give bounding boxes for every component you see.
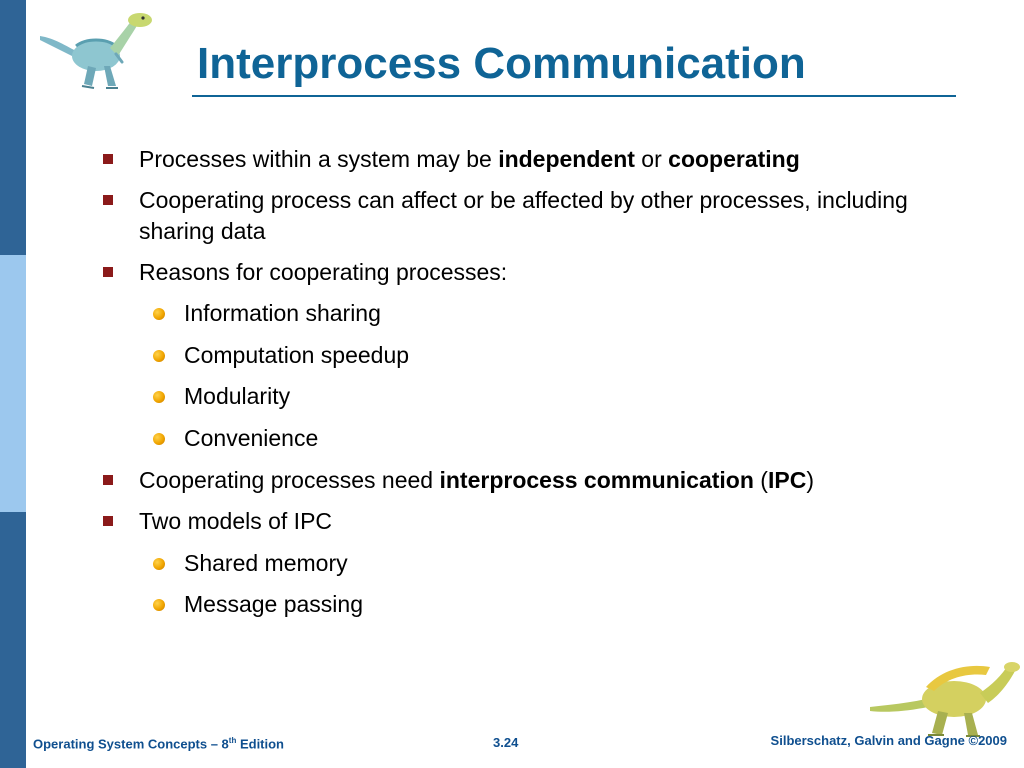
- footer-book-sup: th: [228, 736, 237, 745]
- bullet-text: Message passing: [184, 591, 363, 617]
- page-number: 3.24: [493, 735, 519, 750]
- side-band-top: [0, 0, 26, 255]
- bullet-item: Processes within a system may be indepen…: [139, 144, 909, 175]
- square-bullet-icon: [103, 154, 113, 164]
- bullet-text: Shared memory: [184, 550, 348, 576]
- bold-term: IPC: [767, 467, 807, 493]
- sub-bullet-item: Modularity: [184, 381, 904, 412]
- dinosaur-icon: [40, 13, 152, 89]
- bullet-text: Two models of IPC: [139, 508, 333, 534]
- side-band-bottom: [0, 512, 26, 768]
- circle-bullet-icon: [153, 308, 165, 320]
- sub-bullet-item: Convenience: [184, 423, 904, 454]
- bullet-text: Cooperating processes need: [139, 467, 440, 493]
- square-bullet-icon: [103, 195, 113, 205]
- sub-bullet-item: Computation speedup: [184, 340, 904, 371]
- bullet-text: or: [634, 146, 669, 172]
- bullet-item: Reasons for cooperating processes:: [139, 257, 909, 288]
- bullet-item: Two models of IPC: [139, 506, 909, 537]
- bullet-text: Computation speedup: [184, 342, 410, 368]
- bullet-item: Cooperating process can affect or be aff…: [139, 185, 909, 247]
- footer: Operating System Concepts – 8th Edition …: [0, 728, 1024, 768]
- bold-term: cooperating: [668, 146, 800, 172]
- square-bullet-icon: [103, 475, 113, 485]
- footer-book-suffix: Edition: [236, 736, 285, 752]
- footer-book-prefix: Operating System Concepts – 8: [33, 736, 229, 752]
- bullet-text: Processes within a system may be: [139, 146, 499, 172]
- bullet-text: Reasons for cooperating processes:: [139, 259, 508, 285]
- side-band-middle: [0, 255, 26, 512]
- sub-bullet-item: Information sharing: [184, 298, 904, 329]
- dinosaur-icon: [870, 662, 1020, 737]
- bullet-text: Modularity: [184, 383, 291, 409]
- bullet-text: ): [806, 467, 814, 493]
- circle-bullet-icon: [153, 350, 165, 362]
- sub-bullet-item: Message passing: [184, 589, 904, 620]
- circle-bullet-icon: [153, 433, 165, 445]
- circle-bullet-icon: [153, 391, 165, 403]
- title-divider: [192, 95, 956, 97]
- bold-term: independent: [498, 146, 635, 172]
- bold-term: interprocess communication: [439, 467, 754, 493]
- circle-bullet-icon: [153, 599, 165, 611]
- footer-book-title: Operating System Concepts – 8th Edition: [33, 736, 284, 751]
- circle-bullet-icon: [153, 558, 165, 570]
- square-bullet-icon: [103, 267, 113, 277]
- page-title: Interprocess Communication: [197, 39, 806, 88]
- bullet-text: Convenience: [184, 425, 319, 451]
- bullet-text: Cooperating process can affect or be aff…: [139, 187, 908, 244]
- bullet-item: Cooperating processes need interprocess …: [139, 465, 909, 496]
- square-bullet-icon: [103, 516, 113, 526]
- bullet-text: Information sharing: [184, 300, 381, 326]
- footer-authors: Silberschatz, Galvin and Gagne ©2009: [770, 733, 1007, 748]
- bullet-text: (: [753, 467, 768, 493]
- sub-bullet-item: Shared memory: [184, 548, 904, 579]
